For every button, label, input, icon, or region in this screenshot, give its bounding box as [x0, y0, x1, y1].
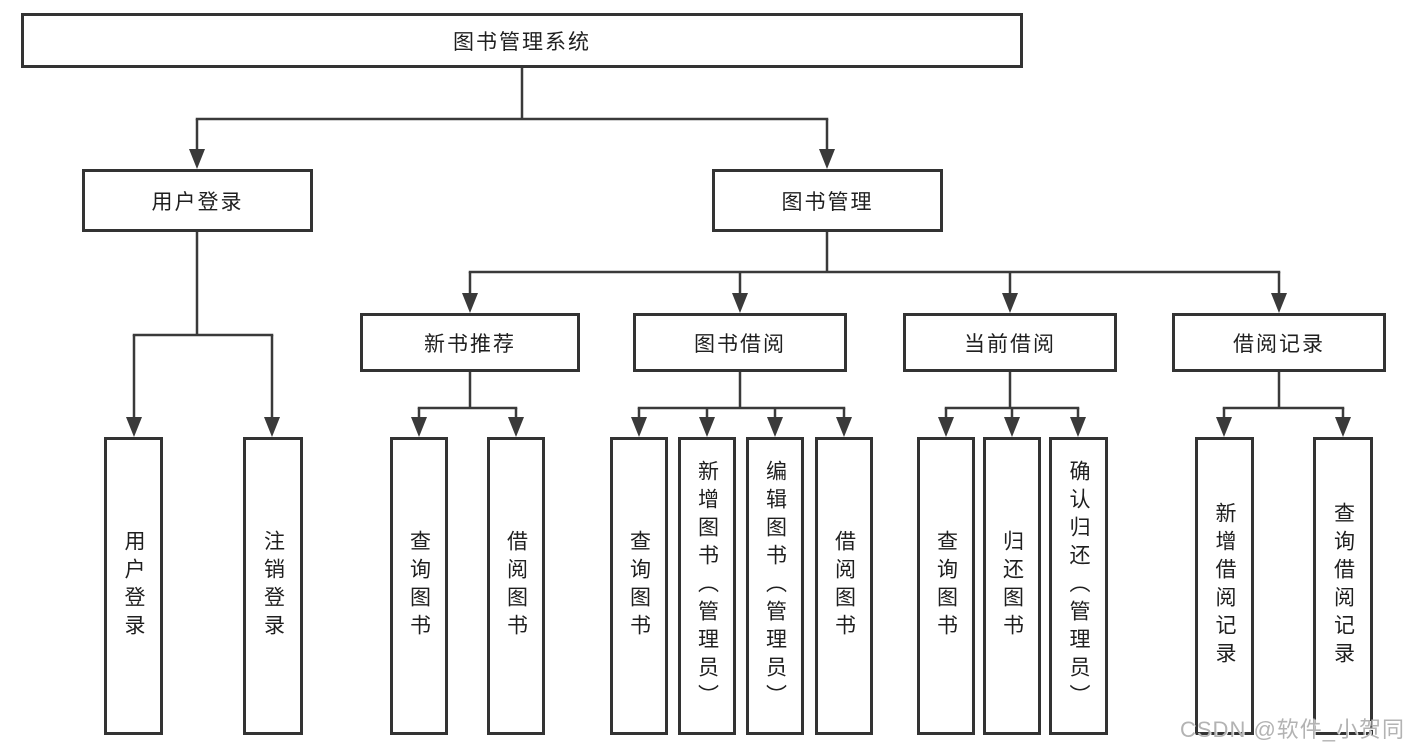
node-root-library-system: 图书管理系统 — [21, 13, 1023, 68]
node-label: 借阅记录 — [1233, 332, 1325, 356]
node-current-borrowing: 当前借阅 — [903, 313, 1117, 372]
node-leaf-add-books-admin: 新增图书（管理员） — [678, 437, 736, 735]
node-leaf-query-borrow-record: 查询借阅记录 — [1313, 437, 1373, 735]
node-leaf-borrow-books-1: 借阅图书 — [487, 437, 545, 735]
node-book-borrowing: 图书借阅 — [633, 313, 847, 372]
node-label: 用户登录 — [122, 530, 145, 642]
node-leaf-logout: 注销登录 — [243, 437, 303, 735]
node-leaf-query-books-1: 查询图书 — [390, 437, 448, 735]
node-new-book-recommend: 新书推荐 — [360, 313, 580, 372]
node-label: 新增图书（管理员） — [695, 460, 719, 712]
node-label: 查询图书 — [934, 530, 958, 642]
node-leaf-query-books-2: 查询图书 — [610, 437, 668, 735]
node-label: 确认归还（管理员） — [1067, 460, 1090, 712]
node-label: 查询图书 — [627, 530, 651, 642]
node-label: 当前借阅 — [964, 332, 1056, 356]
node-leaf-user-login: 用户登录 — [104, 437, 163, 735]
node-label: 图书管理系统 — [453, 30, 591, 54]
node-label: 借阅图书 — [832, 530, 856, 642]
node-label: 归还图书 — [1000, 530, 1024, 642]
node-leaf-edit-books-admin: 编辑图书（管理员） — [746, 437, 804, 735]
node-leaf-confirm-return-admin: 确认归还（管理员） — [1049, 437, 1108, 735]
node-leaf-borrow-books-2: 借阅图书 — [815, 437, 873, 735]
node-label: 注销登录 — [261, 530, 285, 642]
node-label: 新增借阅记录 — [1213, 502, 1236, 670]
node-leaf-add-borrow-record: 新增借阅记录 — [1195, 437, 1254, 735]
node-user-login: 用户登录 — [82, 169, 313, 232]
node-label: 新书推荐 — [424, 332, 516, 356]
node-label: 查询借阅记录 — [1331, 502, 1355, 670]
arrowheads — [126, 149, 1351, 437]
node-label: 用户登录 — [151, 190, 244, 214]
csdn-watermark: CSDN @软件_小贺同学 — [1180, 717, 1405, 742]
node-label: 编辑图书（管理员） — [763, 460, 787, 712]
node-label: 借阅图书 — [504, 530, 528, 642]
node-leaf-return-books: 归还图书 — [983, 437, 1041, 735]
node-label: 查询图书 — [407, 530, 431, 642]
node-label: 图书管理 — [781, 190, 874, 214]
node-leaf-query-books-3: 查询图书 — [917, 437, 975, 735]
node-label: 图书借阅 — [694, 332, 786, 356]
node-borrowing-records: 借阅记录 — [1172, 313, 1386, 372]
node-book-management: 图书管理 — [712, 169, 943, 232]
